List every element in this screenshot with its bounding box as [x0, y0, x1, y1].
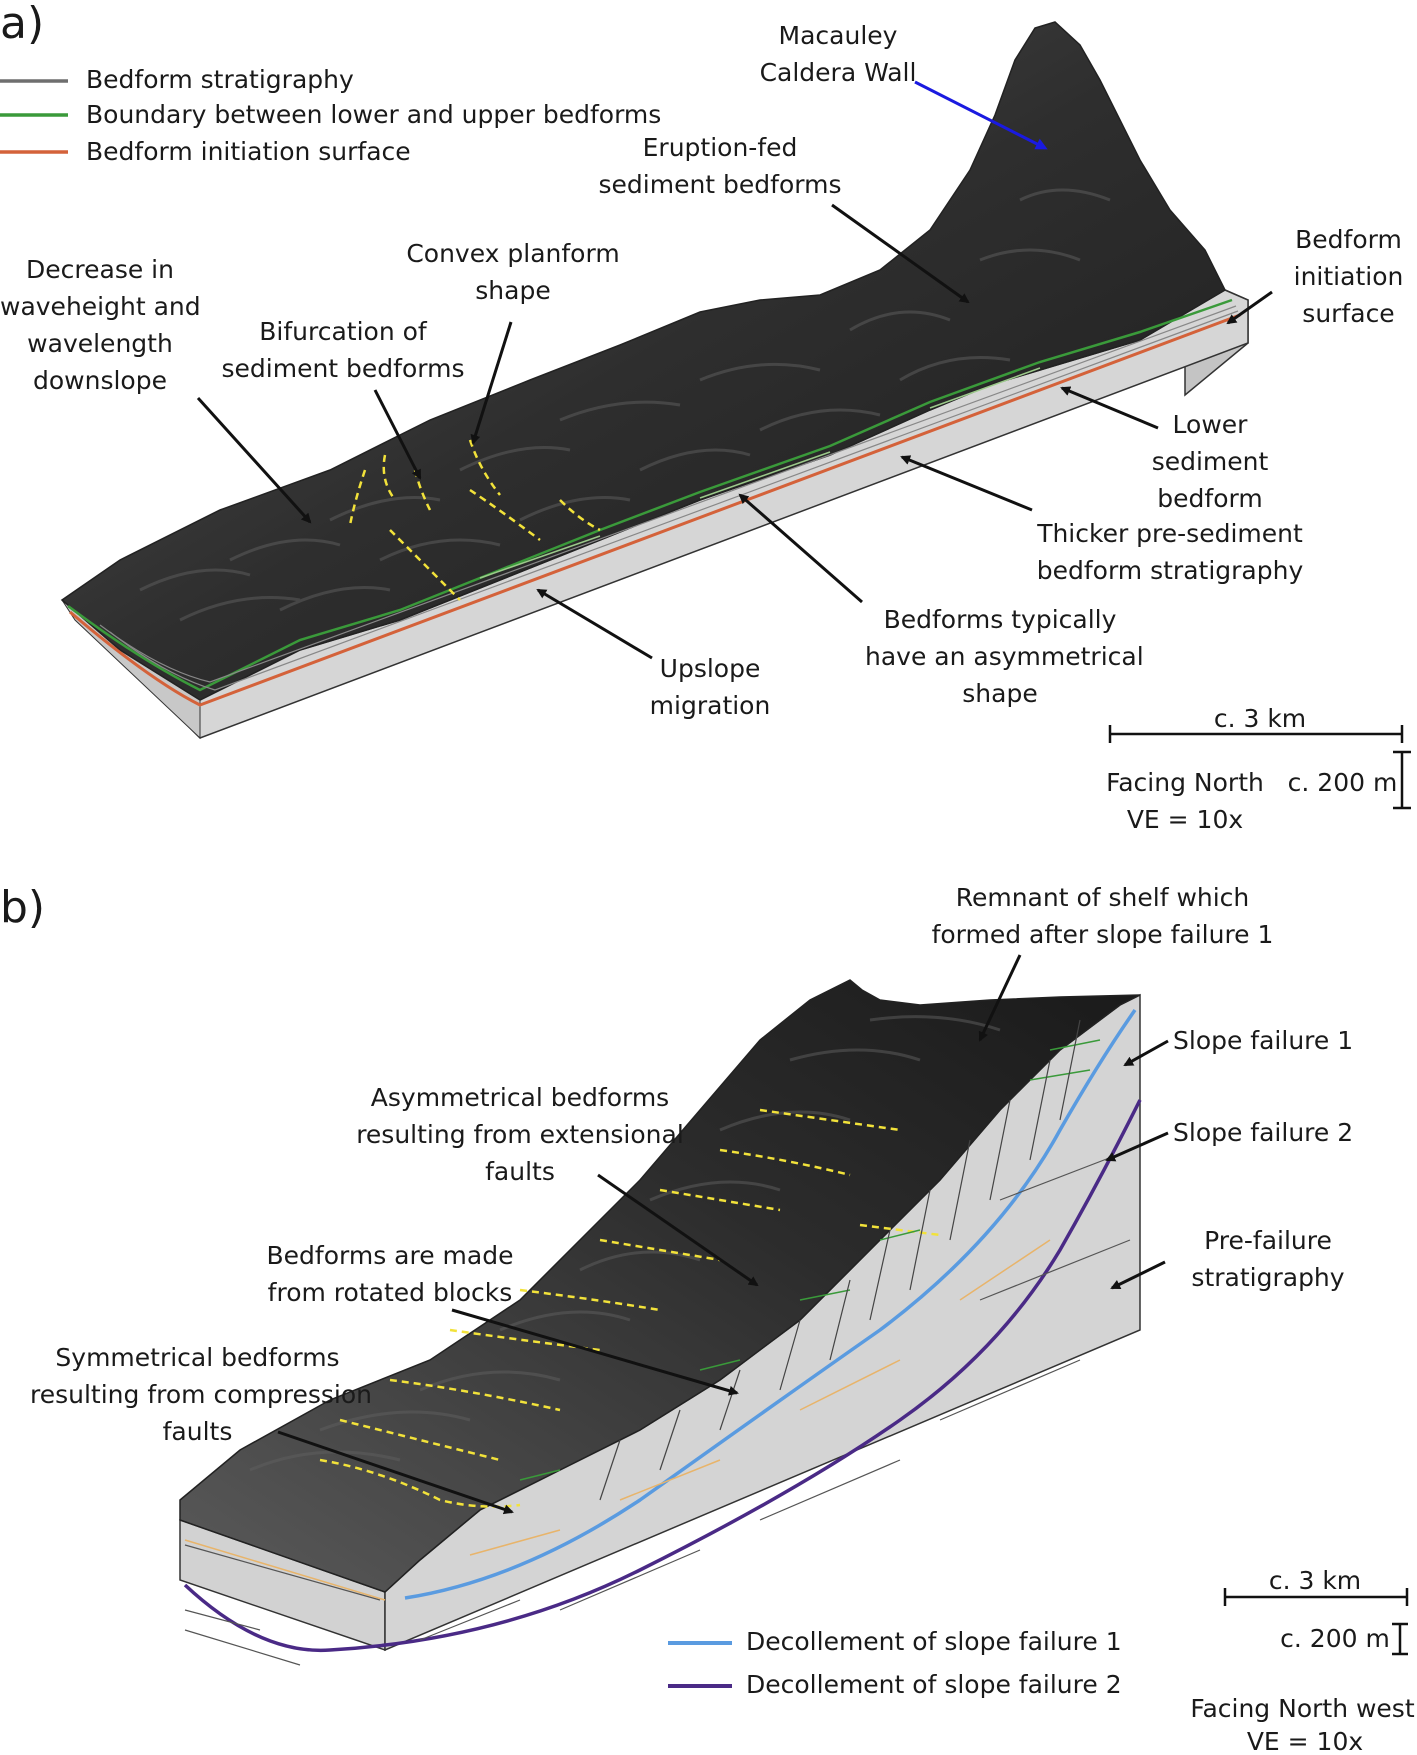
terrain-ridges-b	[249, 1015, 1001, 1472]
arrow-bifurcation	[373, 389, 422, 480]
block-a	[60, 21, 1249, 740]
scale-a-facing: Facing North	[1106, 768, 1264, 797]
block-b-faults	[599, 1019, 1081, 1501]
arrow-asym	[738, 493, 863, 604]
scale-b-vertical-label: c. 200 m	[1280, 1624, 1390, 1653]
arrow-sf1	[1123, 1039, 1169, 1067]
arrow-macauley	[914, 80, 1048, 150]
decollement-2-line	[183, 1099, 1142, 1653]
block-a-terrain	[60, 21, 1226, 701]
terrain-ridges	[139, 188, 1111, 622]
block-b-terrain	[179, 979, 1141, 1593]
scale-a-ve: VE = 10x	[1126, 805, 1244, 834]
arrow-initiation	[1226, 290, 1273, 325]
scale-b-ve: VE = 10x	[1246, 1727, 1364, 1755]
legend-a-swatches	[0, 79, 68, 154]
arrow-remnant	[978, 954, 1022, 1042]
legend-b-swatches	[668, 1641, 732, 1688]
panel-b-label: b)	[0, 882, 46, 933]
legend-a-item-2: Bedform initiation surface	[86, 137, 411, 166]
arrow-eruption	[831, 203, 970, 304]
legend-b-item-0: Decollement of slope failure 1	[746, 1627, 1122, 1656]
arrow-symm	[277, 1430, 514, 1515]
label-sf1: Slope failure 1	[1173, 1026, 1354, 1055]
label-sf2: Slope failure 2	[1173, 1118, 1354, 1147]
block-b	[179, 979, 1142, 1666]
scale-bars	[1108, 725, 1411, 1656]
arrow-upslope	[536, 588, 653, 660]
scale-a-vertical-label: c. 200 m	[1287, 768, 1398, 797]
legend-a-item-1: Boundary between lower and upper bedform…	[86, 100, 662, 129]
block-a-strata	[67, 298, 1241, 707]
arrow-lower	[1060, 386, 1159, 430]
scale-b-horizontal-label: c. 3 km	[1268, 1566, 1362, 1595]
bedform-traces-b	[319, 1108, 941, 1508]
block-b-strata	[184, 1149, 1131, 1666]
scale-a-horizontal-label: c. 3 km	[1213, 704, 1307, 733]
decollement-1-line	[404, 1008, 1137, 1600]
block-b-orange-strata	[184, 1239, 1051, 1601]
arrow-convex	[470, 321, 513, 445]
arrows-a	[196, 80, 1273, 660]
legend-a-item-0: Bedform stratigraphy	[86, 65, 354, 94]
arrow-asym-b	[597, 1173, 759, 1287]
arrow-prefailure	[1110, 1260, 1166, 1290]
legend-b-item-1: Decollement of slope failure 2	[746, 1670, 1122, 1699]
arrow-decrease	[196, 396, 312, 524]
arrow-rotated	[451, 1308, 739, 1396]
arrow-thicker	[900, 455, 1033, 512]
panel-a-label: a)	[0, 0, 45, 49]
arrows-b	[277, 954, 1169, 1515]
bedform-traces-a	[348, 439, 601, 601]
scale-b-facing: Facing North west	[1190, 1694, 1415, 1723]
arrow-sf2	[1105, 1131, 1169, 1162]
